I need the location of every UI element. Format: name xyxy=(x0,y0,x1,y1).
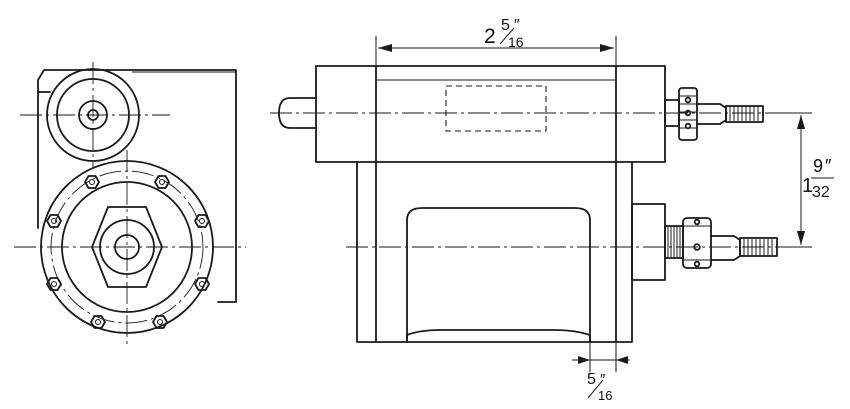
upper-thread xyxy=(725,105,764,123)
side-view xyxy=(270,65,790,343)
overall-width-unit: ″ xyxy=(514,17,520,34)
arch-bottom xyxy=(406,329,591,343)
overall-width-numerator: 5 xyxy=(501,17,510,34)
upper-adjuster xyxy=(664,87,764,141)
bolt-head xyxy=(154,175,170,189)
arch-tunnel xyxy=(406,207,591,343)
lower-boss xyxy=(631,203,666,281)
axis-spacing-whole: 1 xyxy=(802,175,813,197)
axis-spacing-denominator: 32 xyxy=(812,184,830,201)
axis-spacing-numerator: 9 xyxy=(813,156,823,176)
foot-width-denominator: 16 xyxy=(598,388,612,403)
overall-width-denominator: 16 xyxy=(508,34,524,50)
bolt-head xyxy=(84,175,100,189)
flange-bolts xyxy=(46,175,210,329)
foot-width-numerator: 5 xyxy=(587,371,596,388)
lower-adjuster xyxy=(664,217,778,269)
bolt-head xyxy=(46,277,62,291)
dim-overall-width: 2 5 16 ″ xyxy=(375,17,617,66)
dim-foot-width: 5 16 ″ xyxy=(572,342,630,403)
end-view-housing xyxy=(37,69,237,303)
overall-width-whole: 2 xyxy=(484,25,496,48)
dim-axis-spacing: 1 9 ″ 32 xyxy=(770,112,834,248)
bolt-head xyxy=(194,277,210,291)
lower-knurl-nut xyxy=(682,217,712,269)
bolt-head xyxy=(46,214,62,228)
upper-knurl-nut xyxy=(678,87,698,141)
foot-width-unit: ″ xyxy=(600,371,606,388)
bolt-head xyxy=(90,315,106,329)
bolt-head xyxy=(194,214,210,228)
bolt-head xyxy=(152,315,168,329)
axis-spacing-unit: ″ xyxy=(825,156,832,176)
end-view xyxy=(14,62,246,346)
hidden-cavity xyxy=(445,85,547,132)
